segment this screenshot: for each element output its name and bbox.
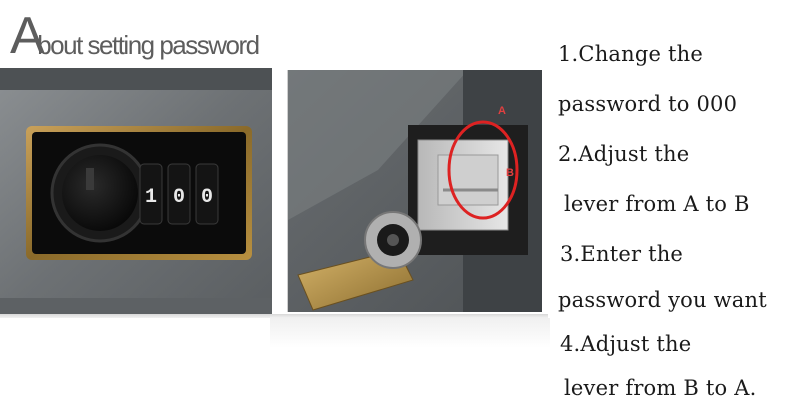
step-line: lever from A to B (564, 192, 750, 216)
step-line: 4.Adjust the (560, 332, 692, 356)
step-line: password you want (558, 288, 767, 312)
page-title: A bout setting password (10, 4, 260, 65)
dial-3: 0 (201, 186, 213, 209)
step-line: 3.Enter the (560, 242, 684, 266)
highlight-circle (447, 120, 519, 220)
title-initial: A (10, 7, 45, 65)
label-b: B (506, 167, 514, 179)
lever-illustration: A B (288, 70, 542, 312)
step-line: 1.Change the (558, 42, 704, 66)
combination-lock-illustration: 1 0 0 (0, 68, 272, 314)
title-rest: bout setting password (37, 30, 260, 60)
dial-2: 0 (173, 186, 185, 209)
floor-shadow (270, 318, 550, 348)
step-line: lever from B to A. (564, 376, 757, 400)
dial-1: 1 (145, 186, 157, 209)
floor-line (0, 314, 548, 318)
step-line: password to 000 (558, 92, 738, 116)
label-a: A (498, 105, 506, 117)
lever-photo: A B (287, 70, 542, 312)
dial-wheels: 1 0 0 (139, 163, 219, 225)
combination-lock-photo: 1 0 0 (0, 68, 272, 314)
step-line: 2.Adjust the (558, 142, 690, 166)
